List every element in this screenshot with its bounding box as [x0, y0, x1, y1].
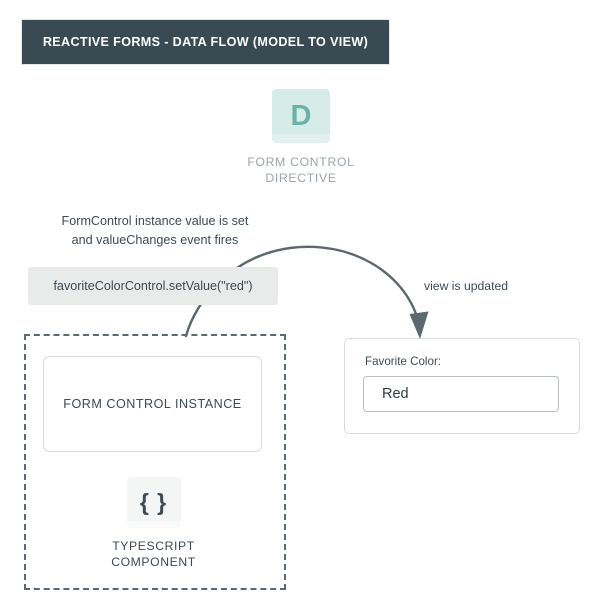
view-updated-annotation: view is updated	[424, 279, 509, 293]
model-annotation: FormControl instance value is set and va…	[30, 212, 280, 250]
form-control-directive-label-line1: FORM CONTROL	[247, 155, 355, 169]
view-card: Favorite Color: Red	[344, 338, 580, 434]
braces-icon: { }	[126, 477, 181, 528]
model-annotation-line1: FormControl instance value is set	[61, 214, 249, 228]
typescript-component-label-line1: TYPESCRIPT	[112, 539, 195, 553]
favorite-color-label: Favorite Color:	[365, 355, 442, 368]
form-control-instance-label: FORM CONTROL INSTANCE	[63, 397, 242, 411]
diagram-title-bar: REACTIVE FORMS - DATA FLOW (MODEL TO VIE…	[21, 19, 390, 65]
typescript-component-boundary	[24, 334, 286, 590]
typescript-component-node: { } TYPESCRIPT COMPONENT	[84, 477, 223, 570]
favorite-color-input-value: Red	[382, 386, 409, 402]
form-control-directive-label-line2: DIRECTIVE	[265, 171, 337, 185]
form-control-directive-node: D FORM CONTROL DIRECTIVE	[232, 89, 370, 186]
model-annotation-line2: and valueChanges event fires	[71, 233, 239, 247]
set-value-code-text: favoriteColorControl.setValue("red")	[53, 279, 253, 293]
typescript-component-label-line2: COMPONENT	[111, 555, 196, 569]
form-control-instance-box: FORM CONTROL INSTANCE	[43, 356, 262, 452]
typescript-component-label: TYPESCRIPT COMPONENT	[84, 538, 223, 570]
form-control-directive-label: FORM CONTROL DIRECTIVE	[232, 154, 370, 186]
directive-d-icon: D	[272, 89, 330, 143]
diagram-title: REACTIVE FORMS - DATA FLOW (MODEL TO VIE…	[42, 35, 369, 49]
favorite-color-input[interactable]: Red	[363, 376, 559, 412]
braces-icon-glyph: { }	[139, 489, 168, 515]
model-to-view-arrow-head	[409, 311, 429, 339]
set-value-code-chip: favoriteColorControl.setValue("red")	[28, 267, 278, 305]
directive-d-icon-glyph: D	[290, 99, 312, 132]
